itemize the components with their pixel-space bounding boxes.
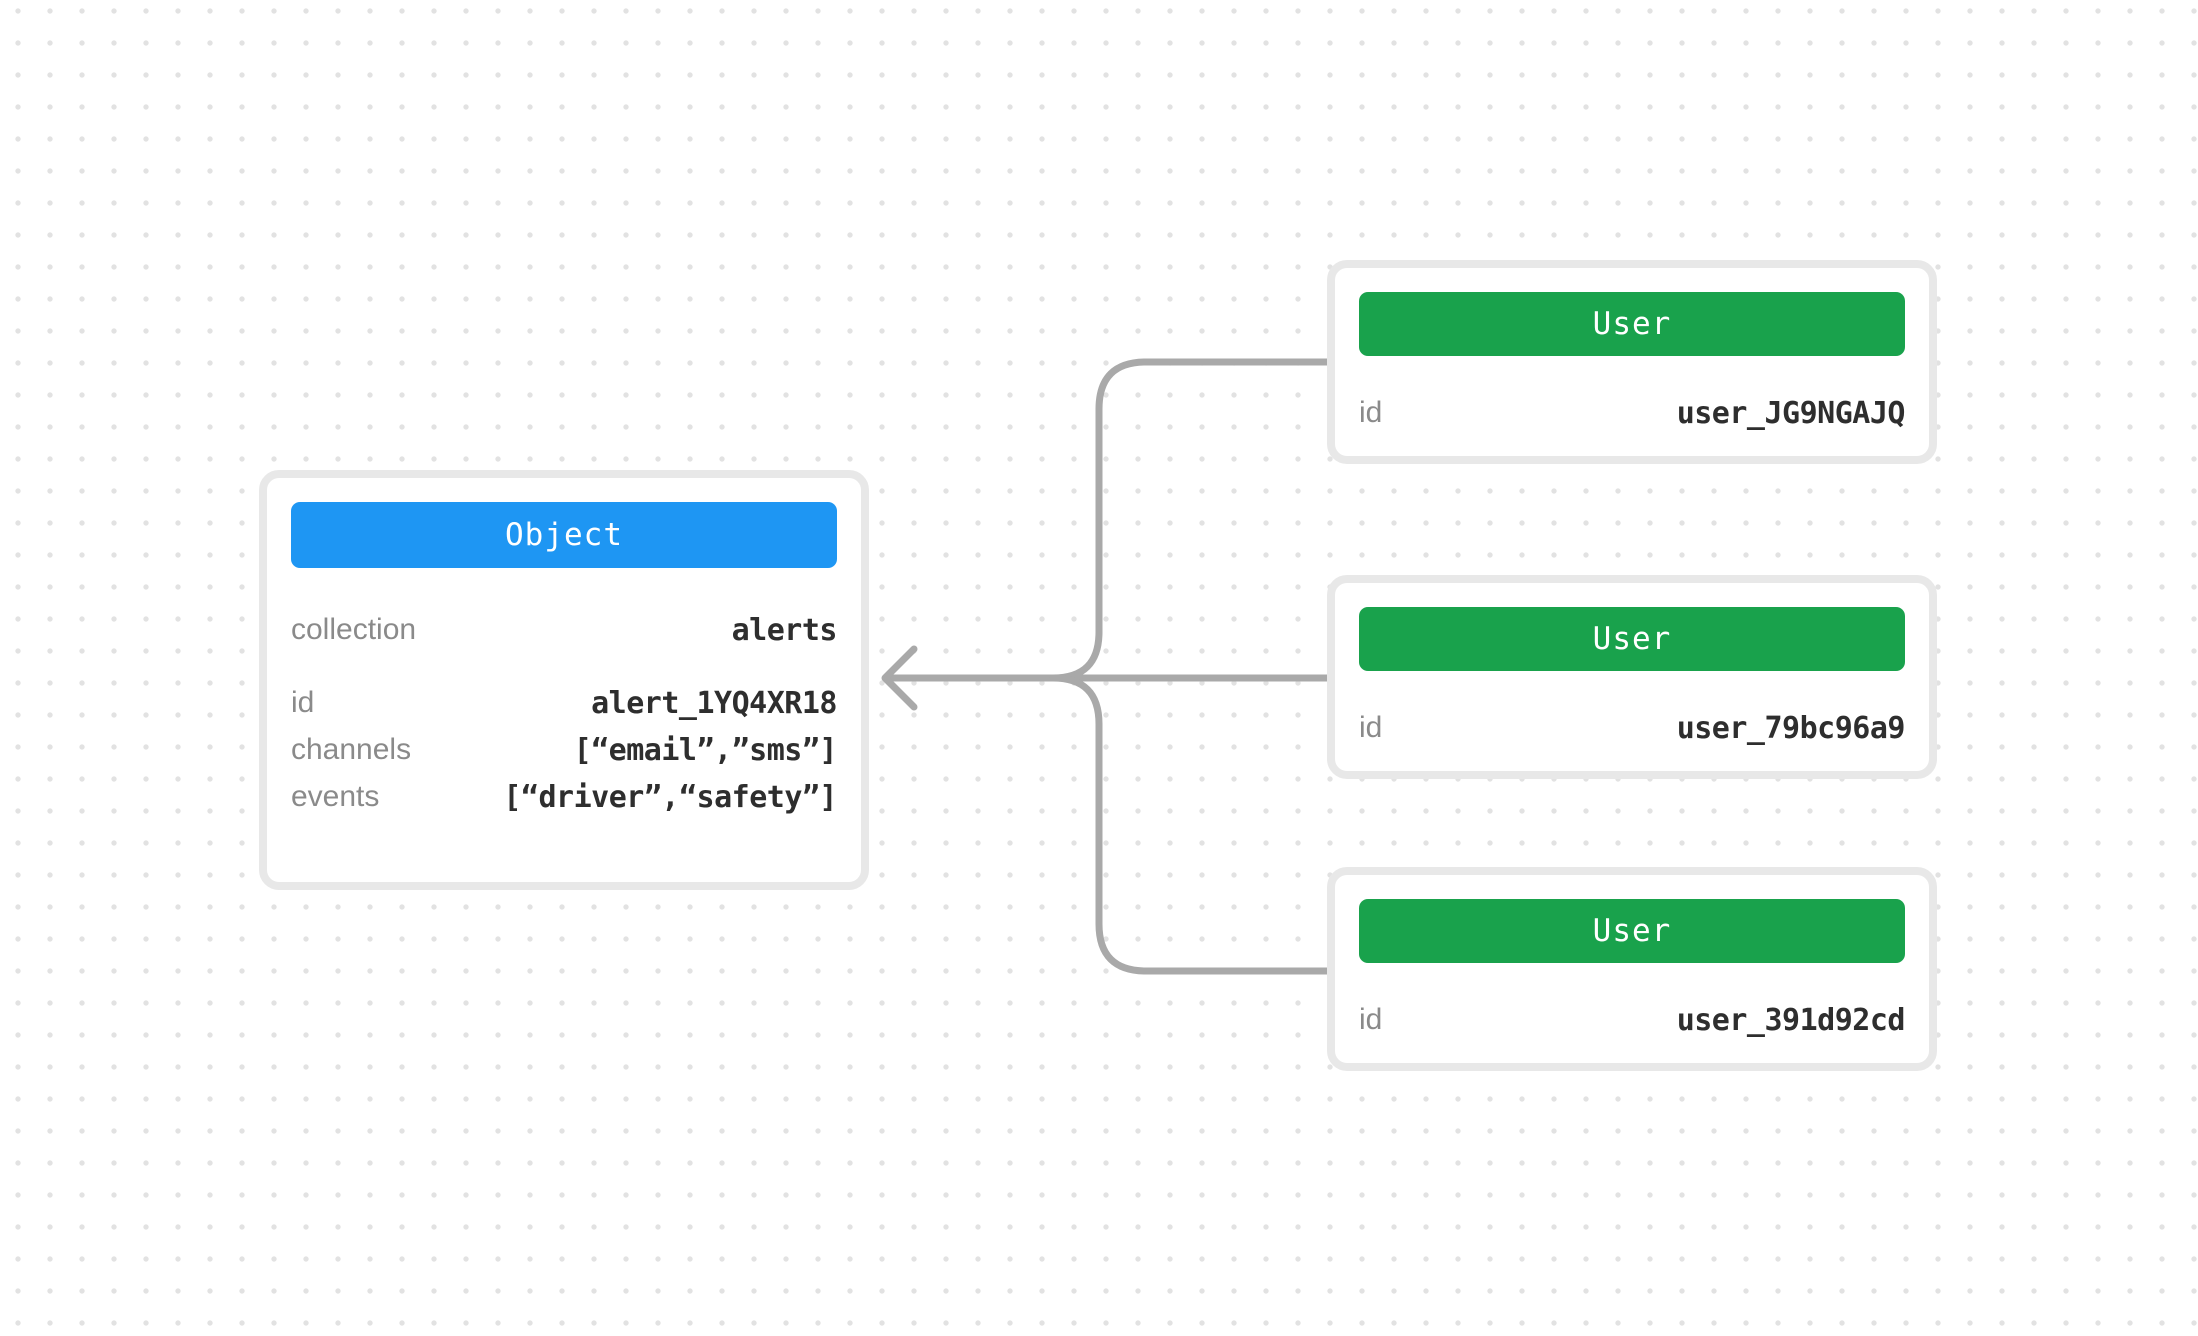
field-value: alert_1YQ4XR18 bbox=[591, 685, 837, 721]
field-row-id: id user_JG9NGAJQ bbox=[1359, 395, 1906, 431]
field-value: [“driver”,“safety”] bbox=[503, 779, 837, 815]
field-value: alerts bbox=[731, 612, 838, 648]
user-node-title: User bbox=[1592, 306, 1672, 342]
field-label: id bbox=[1359, 396, 1383, 429]
field-row-channels: channels [“email”,”sms”] bbox=[291, 732, 838, 768]
user-node-3[interactable]: User id user_391d92cd bbox=[1327, 867, 1937, 1071]
field-row-id: id user_79bc96a9 bbox=[1359, 710, 1906, 746]
user-node-title: User bbox=[1592, 621, 1672, 657]
user-node-title: User bbox=[1592, 913, 1672, 949]
user-node-header: User bbox=[1359, 607, 1905, 671]
connector-user3-to-object bbox=[1049, 674, 1337, 975]
field-value: [“email”,”sms”] bbox=[573, 732, 838, 768]
field-label: collection bbox=[291, 613, 417, 646]
object-node[interactable]: Object collection alerts id alert_1YQ4XR… bbox=[259, 470, 869, 890]
user-node-2[interactable]: User id user_79bc96a9 bbox=[1327, 575, 1937, 779]
field-value: user_79bc96a9 bbox=[1676, 710, 1906, 746]
object-field-group: id alert_1YQ4XR18 channels [“email”,”sms… bbox=[291, 685, 838, 815]
field-value: user_391d92cd bbox=[1676, 1002, 1906, 1038]
field-row-id: id alert_1YQ4XR18 bbox=[291, 685, 837, 721]
field-row-id: id user_391d92cd bbox=[1359, 1002, 1906, 1038]
field-label: id bbox=[1359, 711, 1383, 744]
field-row-events: events [“driver”,“safety”] bbox=[291, 779, 837, 815]
field-row-collection: collection alerts bbox=[291, 612, 838, 648]
user-node-1[interactable]: User id user_JG9NGAJQ bbox=[1327, 260, 1937, 464]
connector-user1-to-object bbox=[1049, 358, 1337, 682]
user-node-header: User bbox=[1359, 899, 1905, 963]
user-node-header: User bbox=[1359, 292, 1905, 356]
field-label: events bbox=[291, 780, 380, 813]
field-value: user_JG9NGAJQ bbox=[1676, 395, 1906, 431]
field-label: channels bbox=[291, 733, 412, 766]
arrowhead-icon bbox=[881, 645, 918, 711]
field-label: id bbox=[1359, 1003, 1383, 1036]
object-node-title: Object bbox=[505, 517, 623, 553]
field-label: id bbox=[291, 686, 315, 719]
object-node-header: Object bbox=[291, 502, 837, 568]
